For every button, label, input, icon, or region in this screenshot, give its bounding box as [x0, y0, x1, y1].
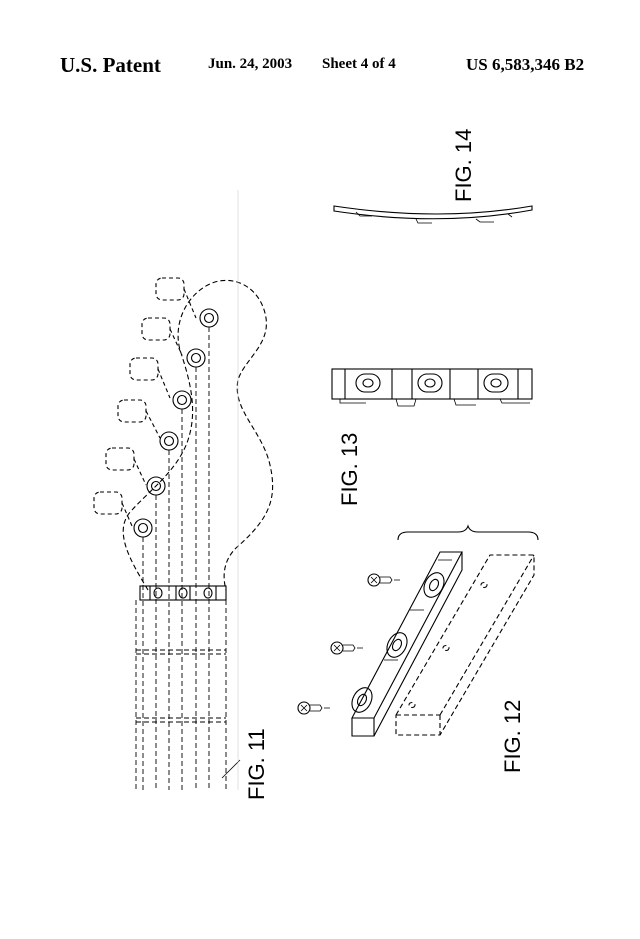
fig12-screw-3 [367, 573, 400, 587]
fig13-label: FIG. 13 [337, 433, 362, 506]
patent-header-sheet: Sheet 4 of 4 [322, 56, 396, 72]
fig14-nut-profile [333, 205, 533, 224]
fig12-screw-2 [330, 641, 363, 655]
fig12-label: FIG. 12 [500, 700, 525, 773]
fig12-screw-1 [297, 701, 330, 715]
fig12-nut-exploded [297, 524, 539, 737]
fig11-label: FIG. 11 [244, 728, 269, 800]
fig13-nut-front [331, 368, 533, 407]
patent-header-date: Jun. 24, 2003 [208, 56, 293, 72]
fig11-nut [139, 585, 227, 601]
patent-header-number: US 6,583,346 B2 [466, 55, 585, 74]
fig11-headstock [93, 190, 274, 790]
patent-header-title: U.S. Patent [60, 53, 161, 77]
fig14-label: FIG. 14 [451, 129, 476, 202]
